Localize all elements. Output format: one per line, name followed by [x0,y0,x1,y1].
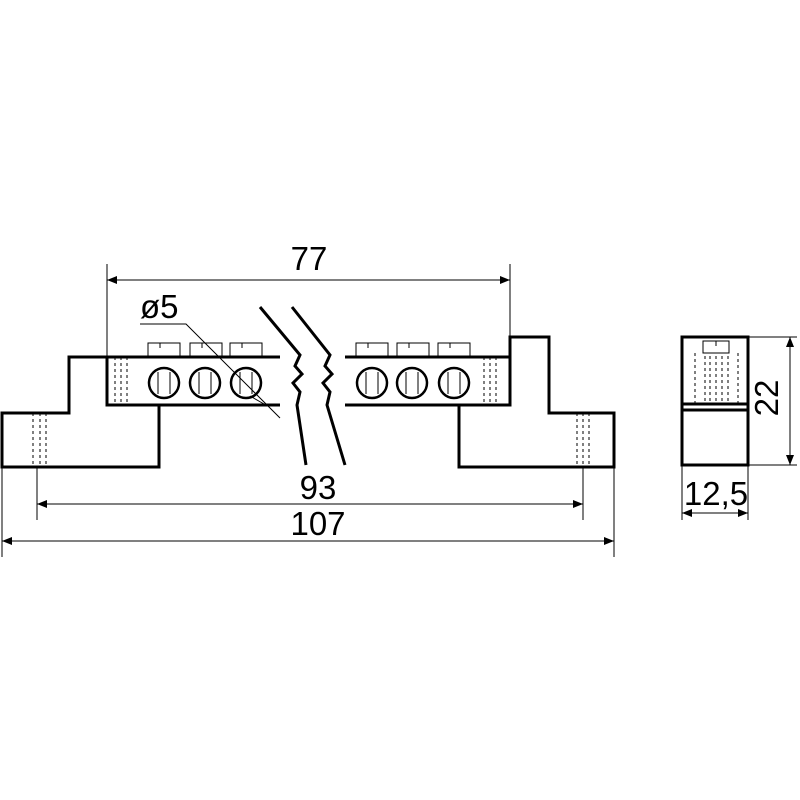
screw-head [355,342,389,358]
side-view: 22 12,5 [680,335,797,520]
wire-hole [188,366,222,400]
dim-text-93: 93 [300,469,337,506]
wire-hole [147,366,181,400]
wire-hole [355,366,389,400]
dim-text-107: 107 [290,505,345,542]
wire-hole [437,366,471,400]
wire-hole [395,366,429,400]
break-line-right [290,306,347,466]
screw-heads [147,342,471,358]
screw-head [396,342,430,358]
screw-head [229,342,263,358]
dim-text-22: 22 [748,380,785,417]
hidden-lines [32,357,590,467]
screw-head [437,342,471,358]
diameter-leader [140,323,281,419]
dim-text-12-5: 12,5 [684,475,748,512]
wire-hole [229,366,263,400]
wire-holes [147,366,471,400]
screw-head [189,342,223,358]
front-view: 77 ø5 93 107 [0,240,616,557]
dim-text-hole-diameter: ø5 [140,288,179,325]
side-view-outline [680,335,750,467]
dim-text-77: 77 [291,240,328,277]
right-mounting-foot [457,335,616,469]
left-mounting-foot [0,355,161,469]
screw-head [147,342,181,358]
break-line-left [258,306,308,466]
